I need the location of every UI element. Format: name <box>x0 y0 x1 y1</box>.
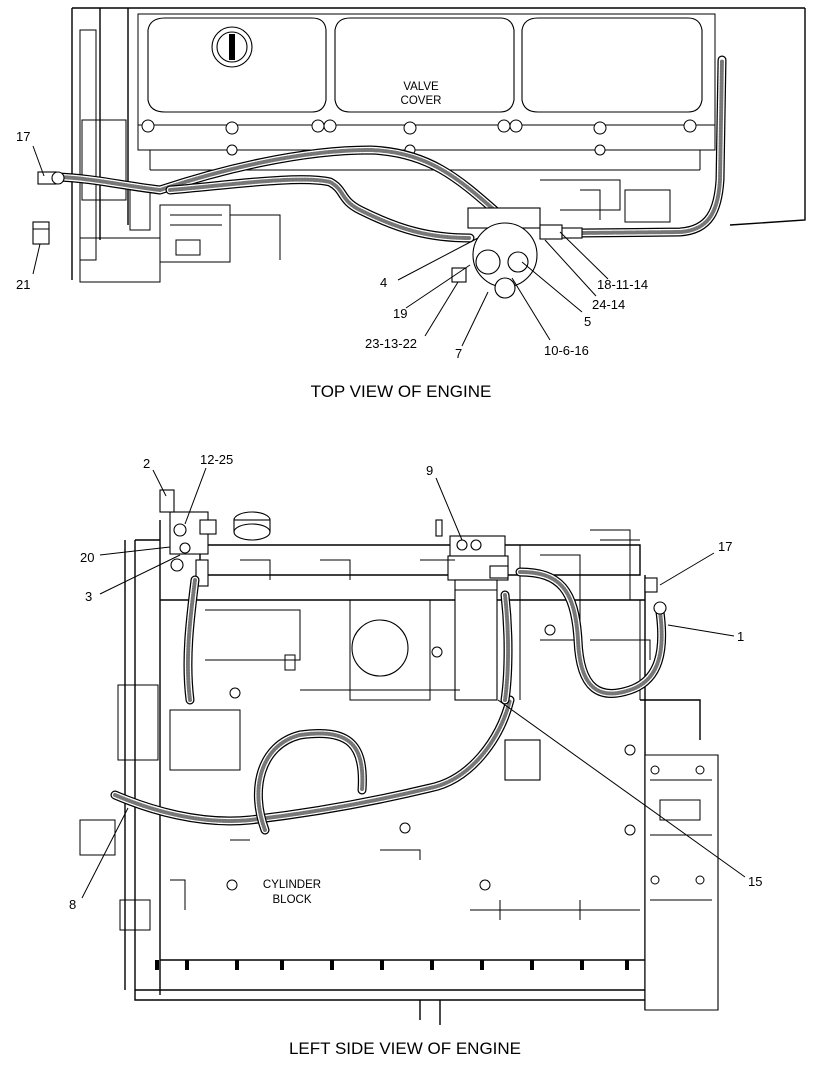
fitting-17-top <box>37 171 65 185</box>
callout-2: 2 <box>143 456 150 471</box>
callout-24-14: 24-14 <box>592 297 625 312</box>
callout-19: 19 <box>393 306 407 321</box>
callout-9: 9 <box>426 463 433 478</box>
side-view-illustration <box>79 489 719 1025</box>
fitting-17-side <box>644 577 667 615</box>
oil-pan-studs <box>155 960 629 970</box>
callout-15: 15 <box>748 874 762 889</box>
callout-12-25: 12-25 <box>200 452 233 467</box>
callout-21: 21 <box>16 277 30 292</box>
callout-4: 4 <box>380 275 387 290</box>
pulley <box>233 511 271 541</box>
top-left-accessories <box>79 29 281 283</box>
callout-5: 5 <box>584 314 591 329</box>
side-lower-details <box>79 819 640 931</box>
sensor-module <box>504 739 541 781</box>
side-upper-right-components <box>519 529 651 700</box>
valve-cover-frame <box>137 13 716 171</box>
valve-cover-section-center <box>334 17 515 113</box>
callout-3: 3 <box>85 589 92 604</box>
top-leader-lines <box>32 145 609 347</box>
valve-cover-label-line2: COVER <box>401 95 442 107</box>
housing-bolt <box>695 875 705 885</box>
top-engine-outline <box>71 7 806 280</box>
small-fitting-21 <box>32 221 50 245</box>
side-engine-outline <box>124 520 701 1025</box>
flywheel-details <box>650 779 712 901</box>
block-bolts <box>226 624 636 891</box>
side-left-details <box>117 559 460 771</box>
callout-20: 20 <box>80 550 94 565</box>
callout-23-13-22: 23-13-22 <box>365 336 417 351</box>
top-fuel-hoses <box>53 55 727 243</box>
callout-17-side: 17 <box>718 539 732 554</box>
callout-8: 8 <box>69 897 76 912</box>
side-view-title: LEFT SIDE VIEW OF ENGINE <box>289 1039 521 1058</box>
callout-7: 7 <box>455 346 462 361</box>
timing-cover-circle <box>351 619 409 677</box>
valve-cover-label-line1: VALVE <box>403 81 439 93</box>
cylinder-block-label-line2: BLOCK <box>273 894 312 906</box>
cylinder-block-label-line1: CYLINDER <box>263 879 321 891</box>
housing-bolt <box>650 765 660 775</box>
callout-1: 1 <box>737 629 744 644</box>
top-view-illustration <box>32 7 806 299</box>
oil-filler-cap <box>211 26 253 68</box>
fuel-filter <box>435 519 509 701</box>
top-view-title: TOP VIEW OF ENGINE <box>311 382 492 401</box>
callout-18-11-14: 18-11-14 <box>597 277 648 292</box>
valve-cover-section-right <box>521 17 703 113</box>
housing-bolt <box>650 875 660 885</box>
fuel-pump-bracket <box>159 489 217 587</box>
housing-bolt <box>695 765 705 775</box>
side-leader-lines <box>81 467 746 899</box>
callout-17-top: 17 <box>16 129 30 144</box>
callout-10-6-16: 10-6-16 <box>544 343 589 358</box>
top-fuel-filter-assembly <box>451 179 671 299</box>
valve-cover-bolts <box>141 119 697 156</box>
side-fuel-hoses <box>110 567 667 835</box>
